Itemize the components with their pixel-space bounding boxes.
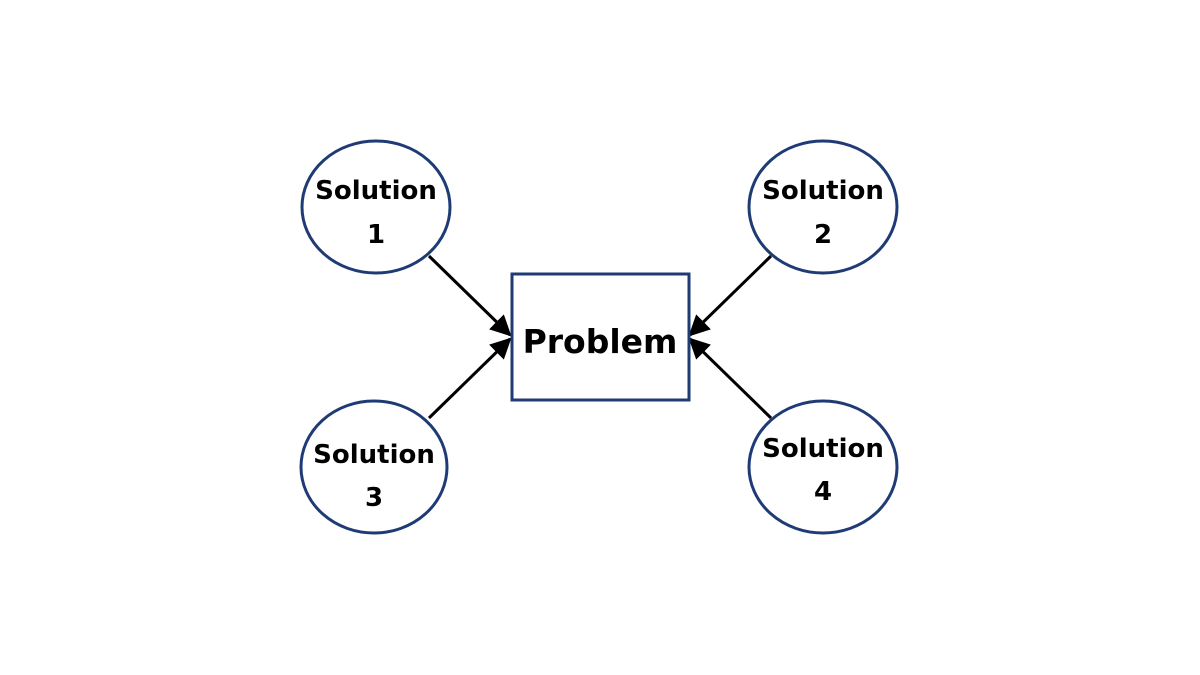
solution-node-1: Solution 1 xyxy=(300,139,452,275)
solution-2-circle xyxy=(747,139,899,275)
solution-4-label-line1: Solution xyxy=(762,434,884,464)
solution-2-label-line2: 2 xyxy=(814,220,832,250)
solution-2-label-line1: Solution xyxy=(762,176,884,206)
solution-node-4: Solution 4 xyxy=(747,399,899,535)
solution-4-circle xyxy=(747,399,899,535)
solution-1-circle xyxy=(300,139,452,275)
solution-node-3: Solution 3 xyxy=(299,399,449,535)
solution-1-label-line1: Solution xyxy=(315,176,437,206)
problem-box xyxy=(510,272,691,402)
arrow-solution-1-to-problem xyxy=(427,254,512,337)
solution-3-circle xyxy=(299,399,449,535)
solution-node-2: Solution 2 xyxy=(747,139,899,275)
arrow-solution-3-to-problem xyxy=(427,337,512,420)
solution-3-label-line1: Solution xyxy=(313,440,435,470)
arrow-solution-2-to-problem xyxy=(688,254,773,337)
problem-label: Problem xyxy=(523,322,678,361)
solution-1-label-line2: 1 xyxy=(367,220,385,250)
arrow-solution-4-to-problem xyxy=(688,337,773,420)
problem-node: Problem xyxy=(510,272,691,402)
solution-4-label-line2: 4 xyxy=(814,477,832,507)
solution-3-label-line2: 3 xyxy=(365,483,383,513)
